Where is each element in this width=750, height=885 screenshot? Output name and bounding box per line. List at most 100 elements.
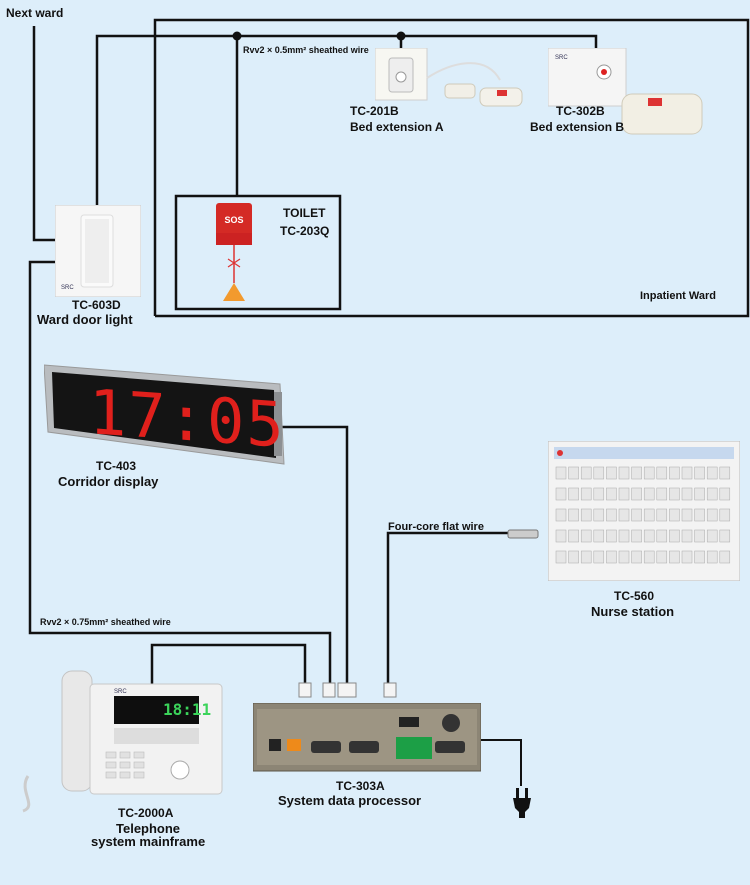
nurse-call-key (656, 508, 668, 522)
processor-model: TC-303A (336, 779, 385, 793)
ward-frame (153, 18, 750, 318)
next-ward-label: Next ward (6, 6, 64, 20)
nurse-call-key (669, 487, 680, 501)
nurse-call-key (555, 529, 567, 543)
nurse-call-key (681, 487, 693, 501)
nurse-name: Nurse station (591, 604, 675, 619)
nurse-call-key (643, 529, 655, 543)
top-wire-label: Rvv2 × 0.5mm² sheathed wire (243, 45, 369, 55)
junction-dot (396, 31, 406, 41)
nurse-call-key (669, 508, 680, 522)
nurse-call-key (606, 487, 617, 501)
nurse-call-key (580, 529, 592, 543)
nurse-call-key (555, 466, 567, 480)
phone-name-line1: Telephone (116, 821, 181, 836)
nurse-call-key (555, 487, 567, 501)
nurse-call-key (706, 508, 718, 522)
nurse-call-key (694, 466, 705, 480)
nurse-call-key (555, 550, 567, 564)
nurse-call-key (568, 508, 579, 522)
nurse-call-key (694, 529, 705, 543)
nurse-call-key (593, 508, 605, 522)
nurse-call-key (643, 487, 655, 501)
processor-name: System data processor (278, 793, 422, 808)
phone-clock: 18:11 (163, 700, 212, 719)
nurse-call-key (669, 550, 680, 564)
bed-extension-b-device: SRC (547, 47, 713, 140)
telephone-mainframe-device: SRC 18:11 (18, 666, 223, 816)
junction-dot (232, 31, 242, 41)
nurse-call-key (618, 487, 630, 501)
corridor-display-device: 17:05 (43, 360, 286, 470)
nurse-call-key (719, 529, 731, 543)
corridor-model: TC-403 (96, 459, 137, 473)
nurse-call-key (618, 508, 630, 522)
nurse-call-key (706, 466, 718, 480)
phone-wire (150, 643, 307, 686)
next-ward-wire (32, 26, 57, 242)
nurse-call-key (643, 550, 655, 564)
phone-name-line2: system mainframe (91, 834, 206, 849)
nurse-call-key (656, 466, 668, 480)
nurse-model: TC-560 (614, 589, 655, 603)
nurse-call-key (706, 487, 718, 501)
svg-text:SRC: SRC (555, 55, 568, 61)
nurse-call-key (706, 550, 718, 564)
nurse-call-key (580, 550, 592, 564)
toilet-title: TOILET (283, 206, 326, 220)
corridor-time: 17:05 (89, 375, 286, 462)
bed-a-model: TC-201B (350, 104, 399, 118)
nurse-call-key (681, 529, 693, 543)
nurse-call-key (719, 487, 731, 501)
nurse-call-key (694, 487, 705, 501)
main-left-wire (28, 260, 332, 683)
nurse-call-key (643, 466, 655, 480)
terminal-connectors (298, 682, 397, 698)
nurse-call-key (656, 550, 668, 564)
nurse-call-key (568, 550, 579, 564)
nurse-call-key (568, 487, 579, 501)
door-light-name: Ward door light (37, 312, 133, 327)
nurse-call-key (631, 487, 642, 501)
top-bus-wire (95, 34, 598, 205)
door-light-model: TC-603D (72, 298, 121, 312)
nurse-call-key (631, 550, 642, 564)
power-plug-icon (511, 784, 533, 820)
corridor-wire (280, 425, 349, 683)
ward-door-light-device: SRC (54, 204, 142, 298)
nurse-call-key (681, 508, 693, 522)
flat-wire-label: Four-core flat wire (388, 521, 484, 533)
toilet-model: TC-203Q (280, 224, 330, 238)
nurse-call-key (593, 550, 605, 564)
nurse-call-key (580, 508, 592, 522)
svg-text:SRC: SRC (61, 285, 74, 291)
nurse-call-key (568, 466, 579, 480)
bed-extension-a-device (374, 47, 530, 113)
nurse-call-key (580, 487, 592, 501)
nurse-call-key (669, 466, 680, 480)
nurse-call-key (618, 550, 630, 564)
nurse-call-key (643, 508, 655, 522)
nurse-station-device (547, 440, 741, 582)
bed-b-model: TC-302B (556, 104, 605, 118)
nurse-call-key (669, 529, 680, 543)
nurse-call-key (694, 550, 705, 564)
phone-brand: SRC (114, 689, 127, 695)
nurse-call-key (606, 466, 617, 480)
corridor-name: Corridor display (58, 474, 159, 489)
bed-a-name: Bed extension A (350, 120, 444, 134)
nurse-call-key (606, 529, 617, 543)
power-wire (478, 739, 522, 786)
nurse-call-key (681, 550, 693, 564)
toilet-box (174, 194, 342, 311)
flat-wire (386, 531, 510, 683)
nurse-call-key (618, 529, 630, 543)
phone-model: TC-2000A (118, 806, 174, 820)
nurse-call-key (694, 508, 705, 522)
system-data-processor-device (252, 702, 482, 773)
nurse-call-key (555, 508, 567, 522)
nurse-call-key (719, 508, 731, 522)
toilet-pull-cord-device: SOS (210, 203, 260, 305)
nurse-call-key (706, 529, 718, 543)
